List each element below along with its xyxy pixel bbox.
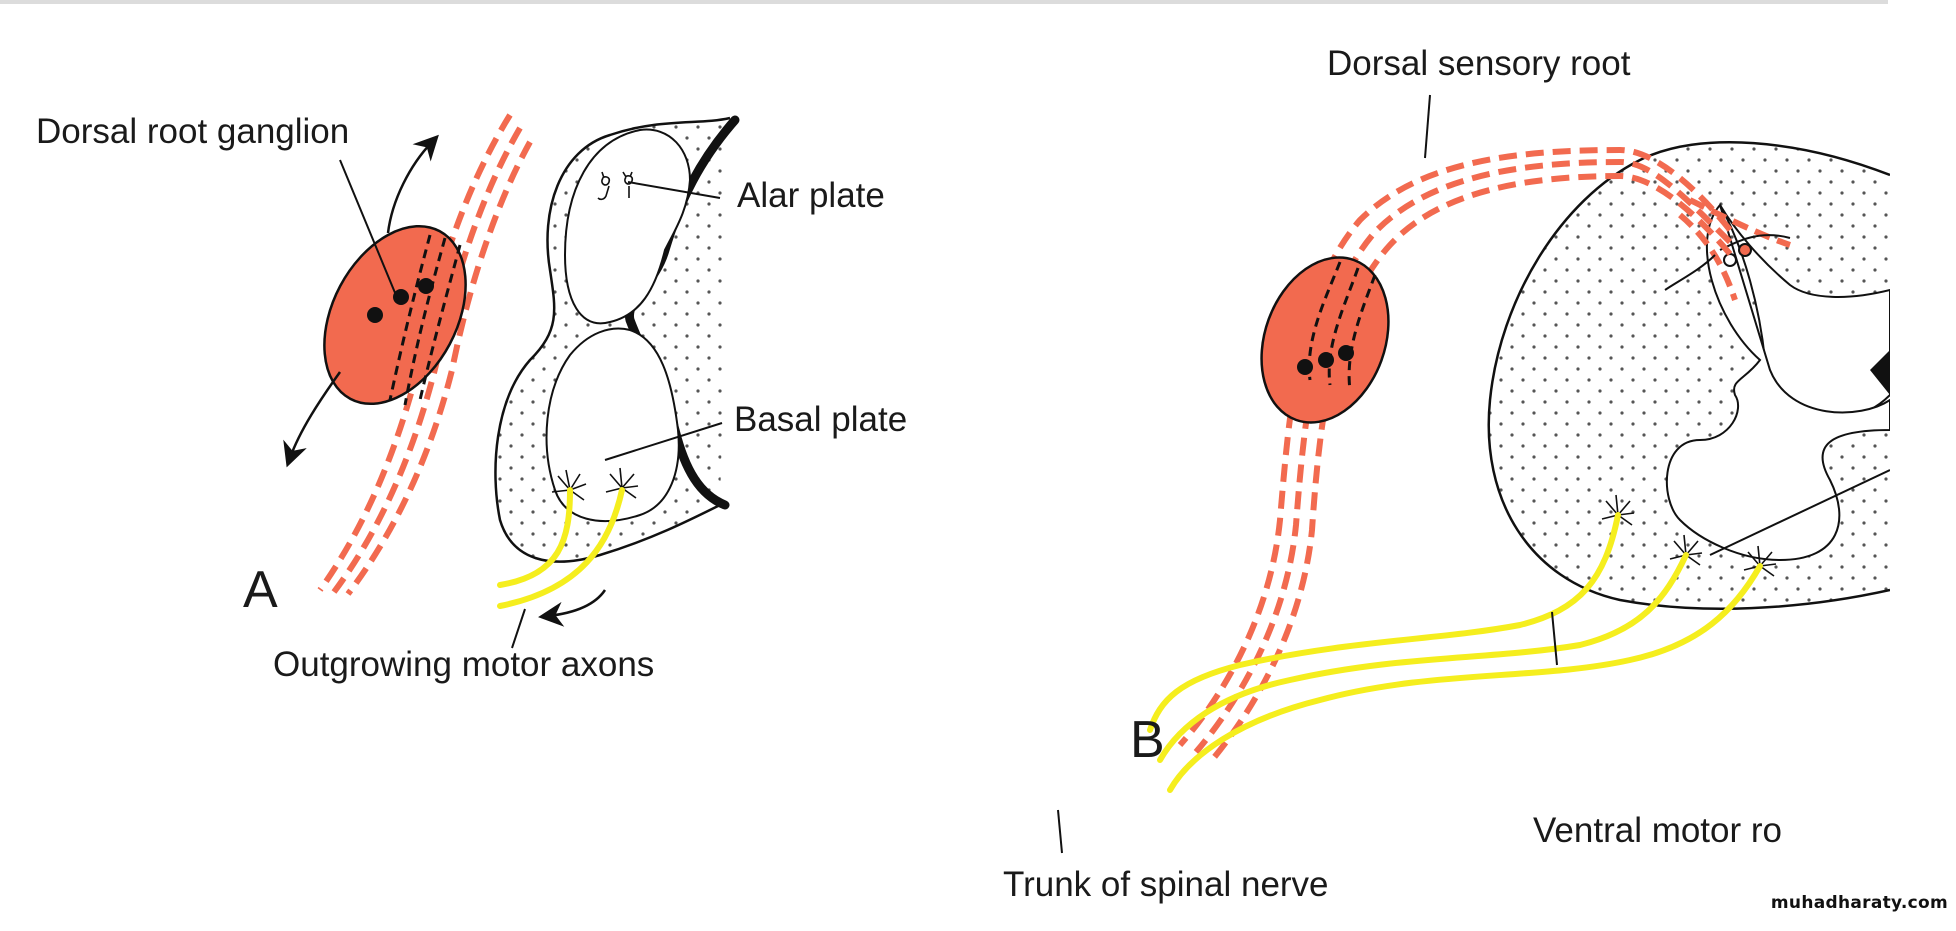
ganglion-cell-bodies-b xyxy=(1297,345,1354,375)
label-outgrowing-motor-axons: Outgrowing motor axons xyxy=(273,645,654,684)
dorsal-root-ganglion-a xyxy=(323,224,467,406)
panel-a-letter: A xyxy=(243,561,278,619)
panel-b: Dorsal sensory root B Ventral motor ro T… xyxy=(1003,44,1890,904)
label-ventral-motor-root: Ventral motor ro xyxy=(1533,811,1782,850)
panel-a: Dorsal root ganglion Alar plate Basal pl… xyxy=(36,112,907,684)
leader-lines-b xyxy=(1057,94,1558,854)
dorsal-root-ganglion-b xyxy=(1260,256,1390,424)
label-dorsal-root-ganglion: Dorsal root ganglion xyxy=(36,112,349,151)
label-trunk-of-spinal-nerve: Trunk of spinal nerve xyxy=(1003,865,1329,904)
watermark: muhadharaty.com xyxy=(1770,893,1948,913)
ganglion-cell-bodies-a xyxy=(367,278,434,323)
leader-lines-a xyxy=(339,159,723,649)
arrow-down-icon xyxy=(283,371,342,468)
arrow-axon-growth-icon xyxy=(538,589,607,627)
basal-plate-region xyxy=(545,327,680,522)
top-divider xyxy=(0,0,1888,4)
motor-neurons-b xyxy=(1601,469,1890,577)
ganglion-neurons-a xyxy=(388,234,462,406)
label-alar-plate: Alar plate xyxy=(737,176,885,215)
label-dorsal-sensory-root: Dorsal sensory root xyxy=(1327,44,1631,83)
alar-plate-region xyxy=(563,128,692,325)
label-basal-plate: Basal plate xyxy=(734,400,907,439)
motor-axons-a xyxy=(497,487,625,609)
motor-neurons-a xyxy=(551,467,639,501)
panel-b-letter: B xyxy=(1130,711,1165,769)
ventral-motor-root xyxy=(1147,512,1763,793)
gray-matter-ventral xyxy=(1665,202,1890,562)
central-canal xyxy=(1870,350,1890,395)
arrow-up-icon xyxy=(386,134,439,234)
alar-neurons-icon xyxy=(597,171,634,201)
